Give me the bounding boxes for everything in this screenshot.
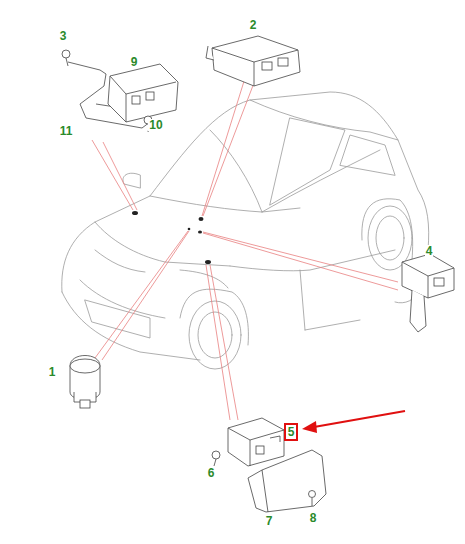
callout-number: 3 — [59, 30, 68, 42]
callout-number: 6 — [207, 467, 216, 479]
callout-number: 7 — [265, 515, 274, 527]
callout-number: 2 — [249, 19, 258, 31]
callout-number: 9 — [130, 56, 139, 68]
callout-number: 5 — [288, 426, 295, 438]
callout-number: 10 — [148, 119, 163, 131]
callout-number: 4 — [425, 245, 434, 257]
callout-number: 1 — [48, 366, 57, 378]
callout-number: 11 — [59, 125, 74, 137]
highlight-box: 5 — [284, 423, 299, 441]
callout-number: 8 — [309, 512, 318, 524]
